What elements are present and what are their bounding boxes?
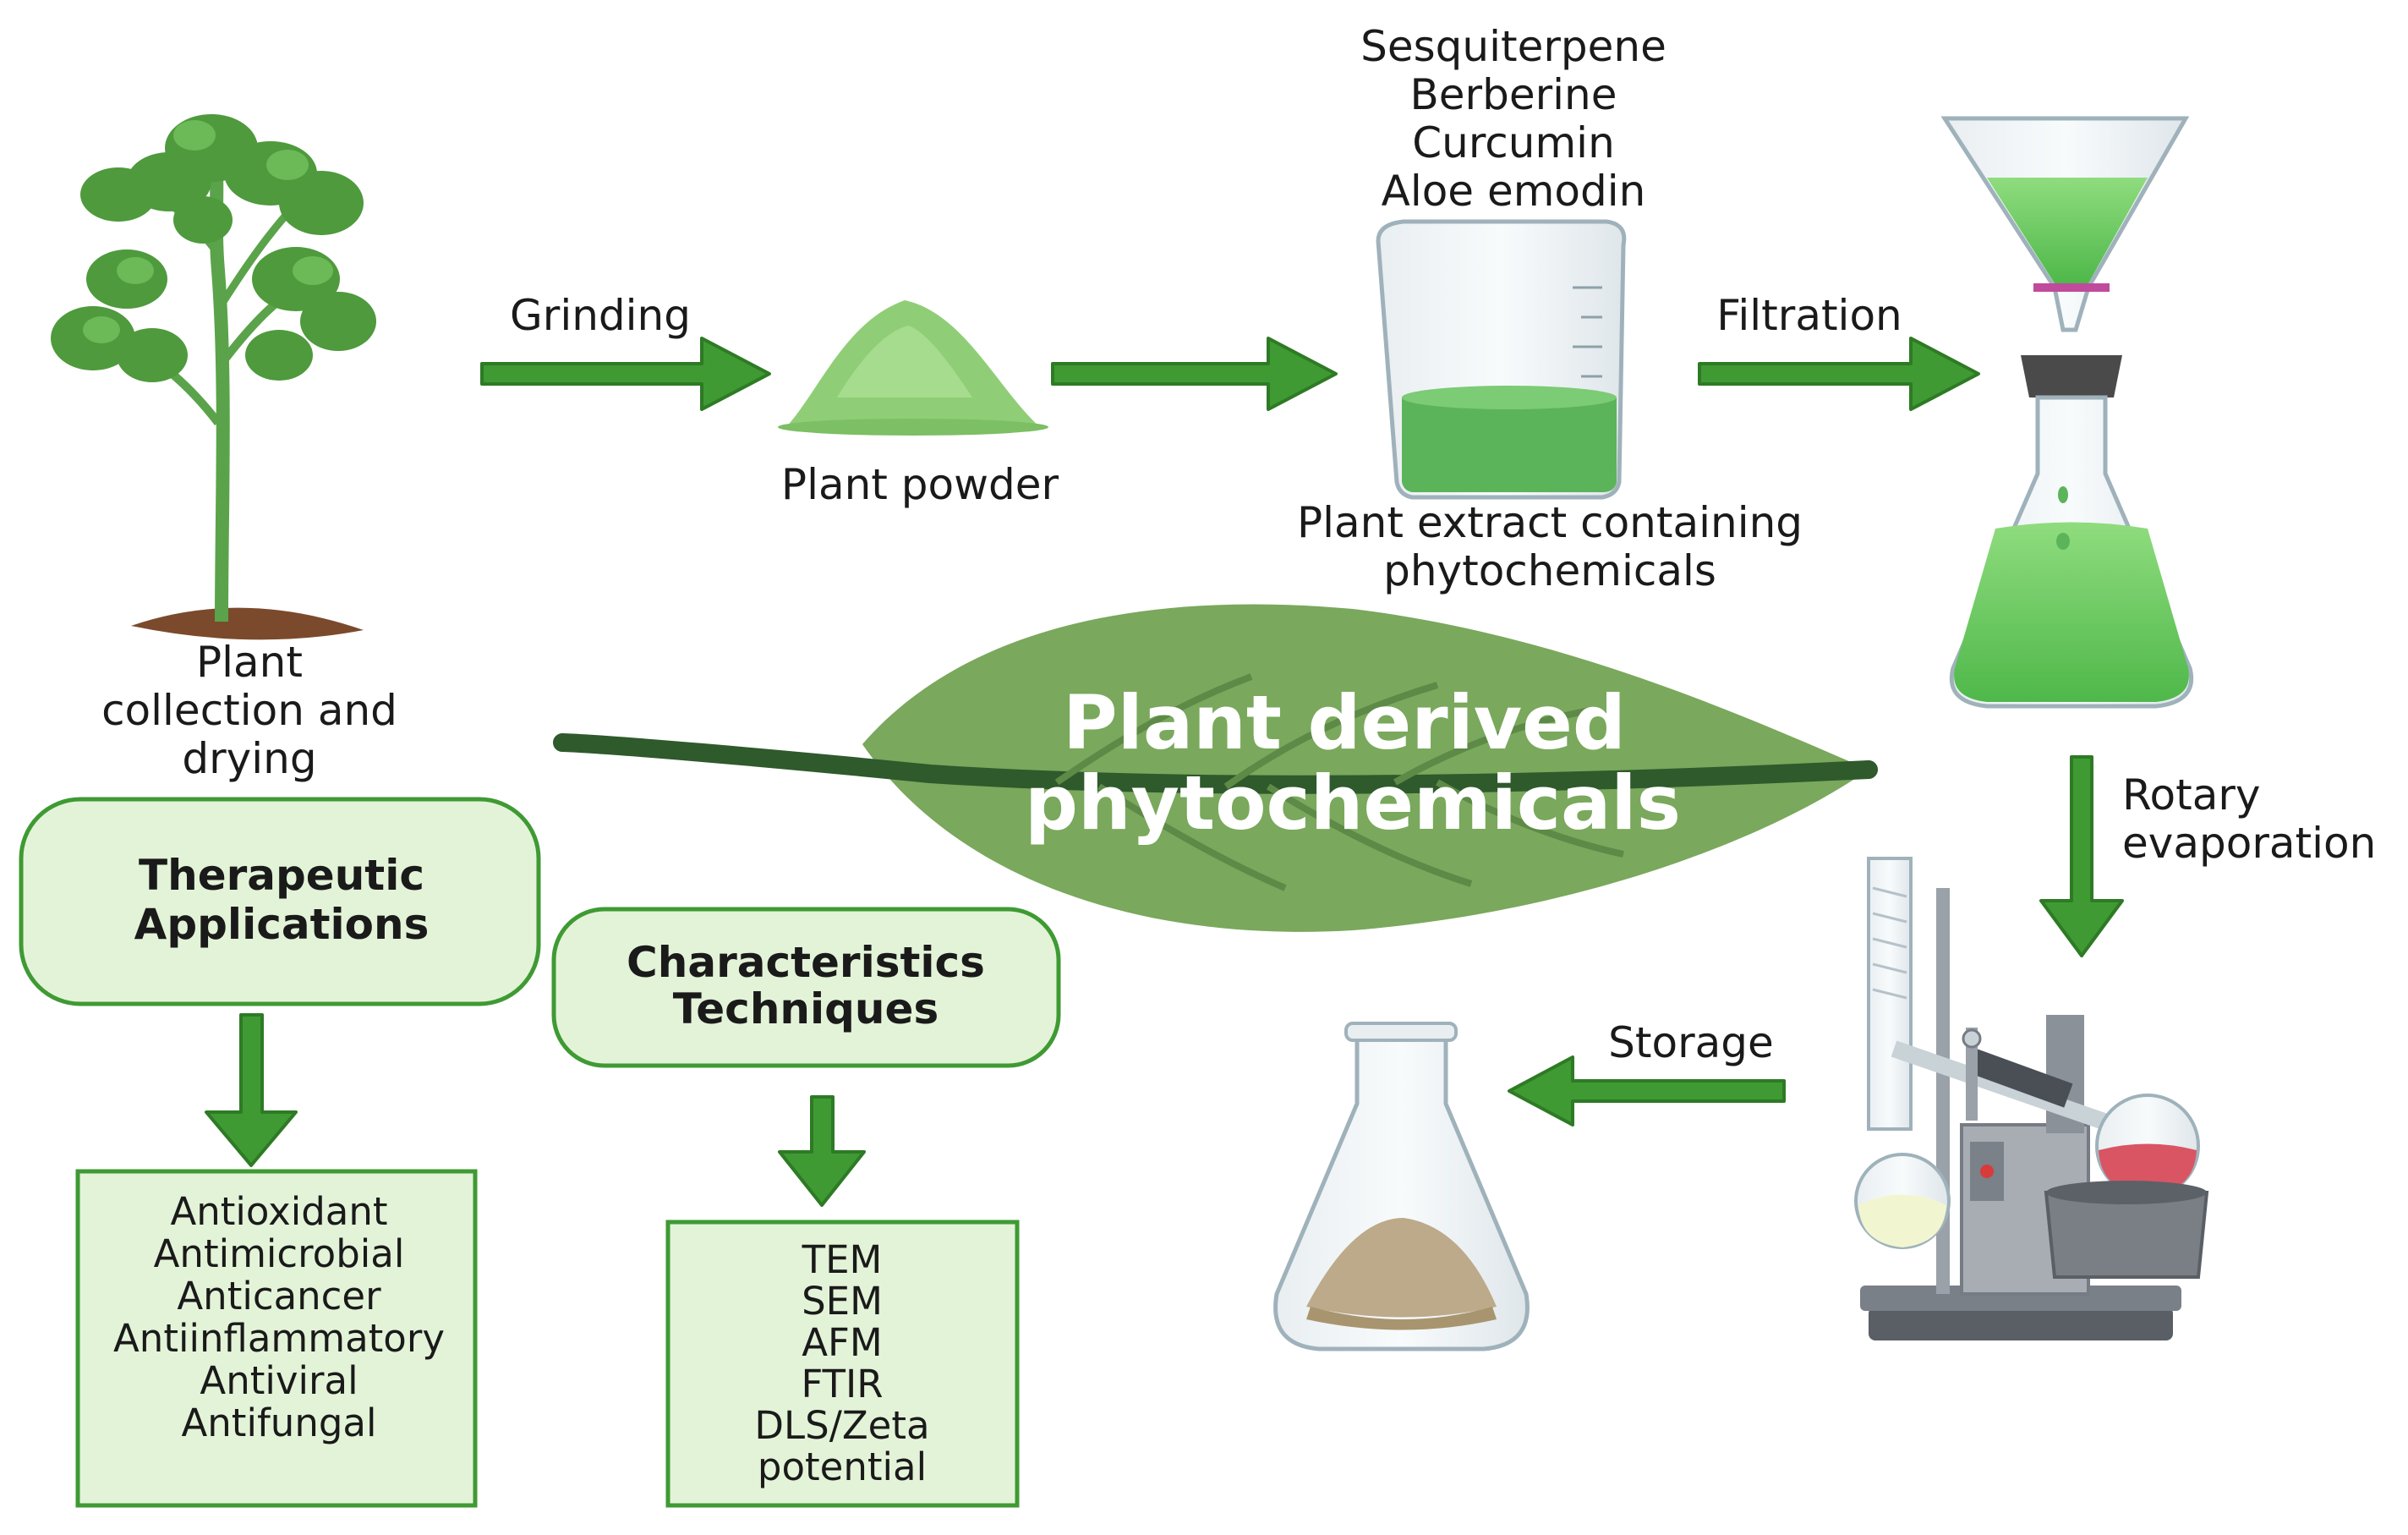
grinding-arrow bbox=[480, 337, 771, 411]
technique-item: potential bbox=[758, 1445, 927, 1489]
technique-item: AFM bbox=[802, 1320, 883, 1365]
therapeutic-header-box bbox=[19, 797, 541, 1006]
therapeutic-title-line1: Therapeutic bbox=[139, 851, 424, 900]
compound-label: Curcumin bbox=[1412, 118, 1615, 167]
storage-arrow bbox=[1508, 1055, 1786, 1127]
technique-item: SEM bbox=[802, 1279, 883, 1324]
therapeutic-item: Antimicrobial bbox=[154, 1231, 405, 1276]
rotary-label-line2: evaporation bbox=[2122, 819, 2376, 868]
plant-label-line1: Plant bbox=[196, 638, 303, 687]
technique-item: DLS/Zeta bbox=[754, 1403, 929, 1448]
therapeutic-arrow bbox=[205, 1013, 298, 1167]
storage-flask-icon bbox=[1273, 1022, 1530, 1351]
powder-pile-icon bbox=[778, 300, 1048, 436]
therapeutic-item: Antioxidant bbox=[170, 1189, 387, 1234]
rotary-arrow bbox=[2039, 755, 2124, 957]
technique-item: TEM bbox=[802, 1237, 883, 1282]
compound-label: Berberine bbox=[1409, 70, 1617, 119]
therapeutic-title-line2: Applications bbox=[134, 900, 430, 949]
leaf-icon bbox=[553, 604, 1878, 932]
storage-label: Storage bbox=[1608, 1018, 1774, 1067]
therapeutic-item: Antiinflammatory bbox=[113, 1316, 445, 1361]
grinding-label: Grinding bbox=[510, 291, 691, 340]
powder-label: Plant powder bbox=[781, 460, 1059, 509]
plant-label-line2: collection and bbox=[101, 686, 397, 735]
plant-icon bbox=[51, 114, 376, 640]
therapeutic-item: Anticancer bbox=[177, 1274, 381, 1318]
filtration-flask-icon bbox=[1940, 116, 2194, 709]
beaker-icon bbox=[1376, 219, 1627, 500]
compound-label: Sesquiterpene bbox=[1360, 22, 1666, 71]
characterization-arrow bbox=[778, 1095, 866, 1207]
compound-label: Aloe emodin bbox=[1382, 167, 1646, 216]
characterization-title-line1: Characteristics bbox=[627, 938, 985, 987]
characterization-list-box bbox=[665, 1220, 1020, 1508]
rotary-evaporator-icon bbox=[1854, 857, 2209, 1340]
leaf-title-line1: Plant derived bbox=[1063, 679, 1626, 766]
characterization-header-box bbox=[551, 907, 1061, 1068]
extract-label-line1: Plant extract containing bbox=[1297, 498, 1803, 547]
plant-label-line3: drying bbox=[182, 734, 316, 783]
filtration-arrow bbox=[1698, 337, 1980, 411]
characterization-title-line2: Techniques bbox=[673, 984, 939, 1033]
powder-to-beaker-arrow bbox=[1051, 337, 1338, 411]
rotary-label-line1: Rotary bbox=[2122, 770, 2260, 820]
therapeutic-item: Antiviral bbox=[200, 1358, 358, 1403]
leaf-title-line2: phytochemicals bbox=[1025, 759, 1681, 847]
therapeutic-item: Antifungal bbox=[182, 1401, 377, 1445]
filtration-label: Filtration bbox=[1716, 291, 1902, 340]
therapeutic-list-box bbox=[75, 1169, 478, 1508]
technique-item: FTIR bbox=[801, 1362, 883, 1406]
extract-label-line2: phytochemicals bbox=[1383, 546, 1716, 595]
